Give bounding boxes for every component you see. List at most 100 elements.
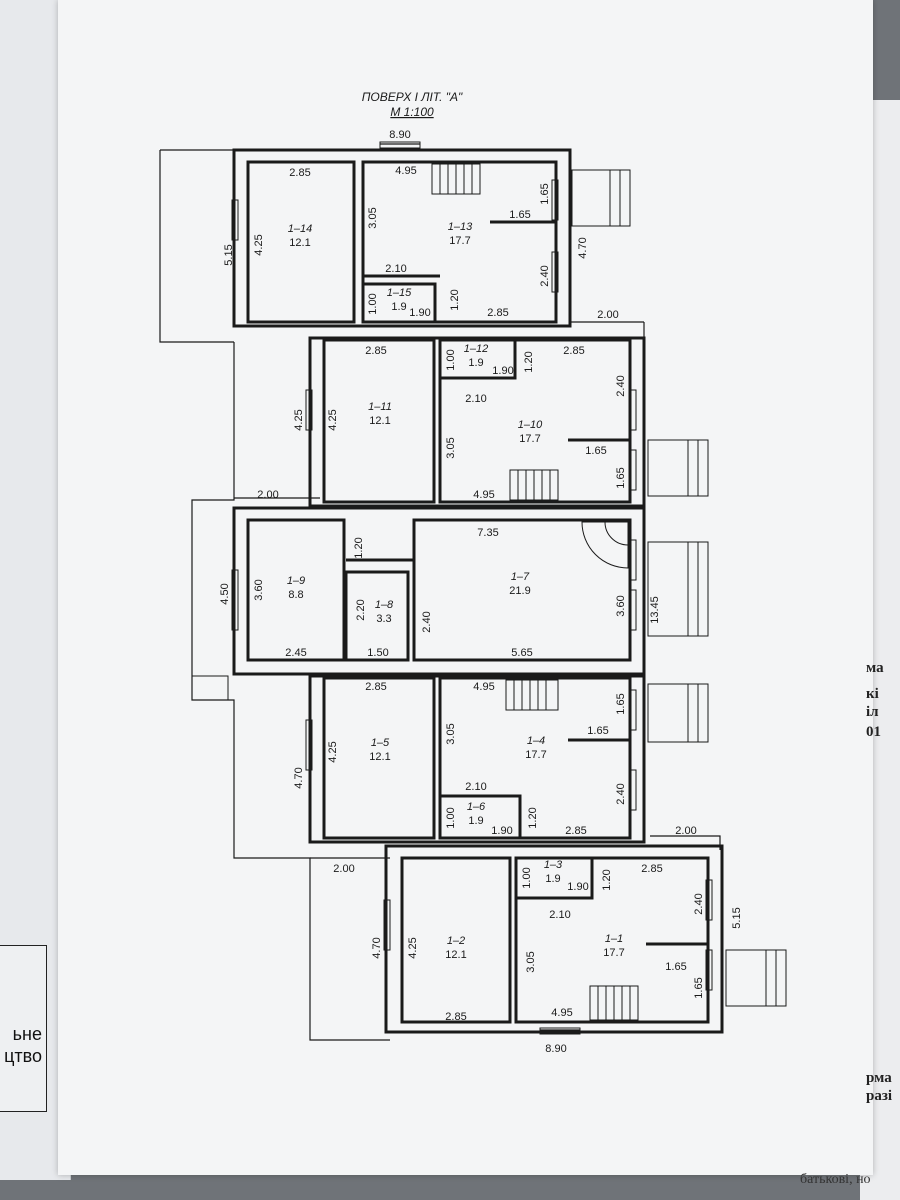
- dim-1-10-165: 1.65: [585, 445, 606, 457]
- dim-1-5-width: 2.85: [365, 681, 386, 693]
- dim-1-13-165-v: 1.65: [539, 183, 551, 204]
- dim-1-12-210: 2.10: [465, 393, 486, 405]
- dim-1-4-240: 2.40: [615, 783, 627, 804]
- dim-1-14-height: 4.25: [253, 234, 265, 255]
- room-1-3-id: 1–3: [544, 859, 563, 871]
- dim-1-6-210: 2.10: [465, 781, 486, 793]
- dim-200-top: 2.00: [597, 309, 618, 321]
- window-marks: [231, 141, 713, 1035]
- dim-1-9-bottom: 2.45: [285, 647, 306, 659]
- right-text-3: іл: [866, 704, 879, 720]
- room-1-15-area: 1.9: [391, 301, 406, 313]
- dim-1-3-210: 2.10: [549, 909, 570, 921]
- left-text-2: цтво: [4, 1046, 42, 1066]
- left-title-block: ьне цтво: [0, 945, 47, 1112]
- room-1-11-id: 1–11: [368, 401, 392, 413]
- dim-200-right: 2.00: [675, 825, 696, 837]
- dim-1-10-bottom: 4.95: [473, 489, 494, 501]
- dim-515-left: 5.15: [223, 244, 235, 265]
- dim-1-15-190: 1.90: [409, 307, 430, 319]
- dim-1-8-220: 2.20: [355, 599, 367, 620]
- dim-1-10-120: 1.20: [523, 351, 535, 372]
- dim-1-7-240: 2.40: [421, 611, 433, 632]
- dim-1-13-165: 1.65: [509, 209, 530, 221]
- dim-1-10-width: 2.85: [563, 345, 584, 357]
- right-text-5: рма: [866, 1070, 892, 1086]
- room-1-8-id: 1–8: [375, 599, 394, 611]
- dim-1-7-bottom: 5.65: [511, 647, 532, 659]
- room-1-12-id: 1–12: [464, 343, 488, 355]
- dim-1-11-425-out: 4.25: [293, 409, 305, 430]
- dim-1-5-425: 4.25: [327, 741, 339, 762]
- dim-1345: 13.45: [649, 596, 661, 624]
- dim-1-1-120: 1.20: [601, 869, 613, 890]
- dim-1-10-165-v: 1.65: [615, 467, 627, 488]
- dim-1-13-bottom: 2.85: [487, 307, 508, 319]
- dim-200-left: 2.00: [257, 489, 278, 501]
- room-1-7-area: 21.9: [509, 585, 530, 597]
- room-1-14-area: 12.1: [289, 237, 310, 249]
- room-1-9-id: 1–9: [287, 575, 305, 587]
- room-1-1-area: 17.7: [603, 947, 624, 959]
- dim-200-bottom-left: 2.00: [333, 863, 354, 875]
- dim-1-12-100: 1.00: [445, 349, 457, 370]
- dim-1-9-360: 3.60: [253, 579, 265, 600]
- dim-1-8-bottom: 1.50: [367, 647, 388, 659]
- dim-1-6-100: 1.00: [445, 807, 457, 828]
- right-text-4: 01: [866, 724, 881, 740]
- right-text-2: кі: [866, 686, 879, 702]
- dim-1-1-bottom: 4.95: [551, 1007, 572, 1019]
- dim-1-11-width: 2.85: [365, 345, 386, 357]
- dim-1-2-305: 3.05: [525, 951, 537, 972]
- room-labels: 1–14 12.1 1–13 17.7 1–15 1.9 1–11 12.1 1…: [287, 221, 625, 961]
- room-1-4-area: 17.7: [525, 749, 546, 761]
- dim-1-8-120: 1.20: [353, 537, 365, 558]
- stairs: [191, 163, 787, 1021]
- dim-1-7-360: 3.60: [615, 595, 627, 616]
- room-1-5-id: 1–5: [371, 737, 390, 749]
- dim-1-11-425: 4.25: [327, 409, 339, 430]
- dim-1-15-100: 1.00: [367, 293, 379, 314]
- room-1-4-id: 1–4: [527, 735, 545, 747]
- dim-1-1-165-v: 1.65: [693, 977, 705, 998]
- dim-450-left: 4.50: [219, 583, 231, 604]
- room-1-12-area: 1.9: [468, 357, 483, 369]
- dim-470-left: 4.70: [293, 767, 305, 788]
- dim-1-12-190: 1.90: [492, 365, 513, 377]
- dim-1-4-305: 3.05: [445, 723, 457, 744]
- room-1-3-area: 1.9: [545, 873, 560, 885]
- room-1-1-id: 1–1: [605, 933, 623, 945]
- room-1-13-area: 17.7: [449, 235, 470, 247]
- dim-1-4-165-v: 1.65: [615, 693, 627, 714]
- room-1-6-id: 1–6: [467, 801, 486, 813]
- dimension-labels: 8.90 2.85 4.95 1.65 2.10 1.90 2.85 2.00 …: [257, 129, 696, 1055]
- plan-title: ПОВЕРХ І ЛІТ. "А": [362, 90, 463, 104]
- plan-scale: М 1:100: [390, 105, 434, 119]
- left-text-1: ьне: [12, 1024, 42, 1044]
- dim-1-4-120: 1.20: [527, 807, 539, 828]
- dim-1-6-190: 1.90: [491, 825, 512, 837]
- dim-1-1-width: 2.85: [641, 863, 662, 875]
- dim-1-2-bottom: 2.85: [445, 1011, 466, 1023]
- dim-1-7-top: 7.35: [477, 527, 498, 539]
- room-1-7-id: 1–7: [511, 571, 530, 583]
- room-1-14-id: 1–14: [288, 223, 312, 235]
- dim-1-4-bottom: 2.85: [565, 825, 586, 837]
- dim-1-10-240: 2.40: [615, 375, 627, 396]
- dim-1-10-305: 3.05: [445, 437, 457, 458]
- dim-1-13-120: 1.20: [449, 289, 461, 310]
- dim-1-13-240: 2.40: [539, 265, 551, 286]
- dim-bottom-total: 8.90: [545, 1043, 566, 1055]
- room-1-6-area: 1.9: [468, 815, 483, 827]
- outline: [159, 143, 721, 1041]
- room-1-2-id: 1–2: [447, 935, 465, 947]
- room-1-9-area: 8.8: [288, 589, 303, 601]
- dim-top-total: 8.90: [389, 129, 410, 141]
- room-1-15-id: 1–15: [387, 287, 412, 299]
- dim-470-top-right: 4.70: [577, 237, 589, 258]
- dim-1-15-width: 2.10: [385, 263, 406, 275]
- room-1-10-area: 17.7: [519, 433, 540, 445]
- right-text-1: ма: [866, 660, 884, 676]
- room-1-10-id: 1–10: [518, 419, 543, 431]
